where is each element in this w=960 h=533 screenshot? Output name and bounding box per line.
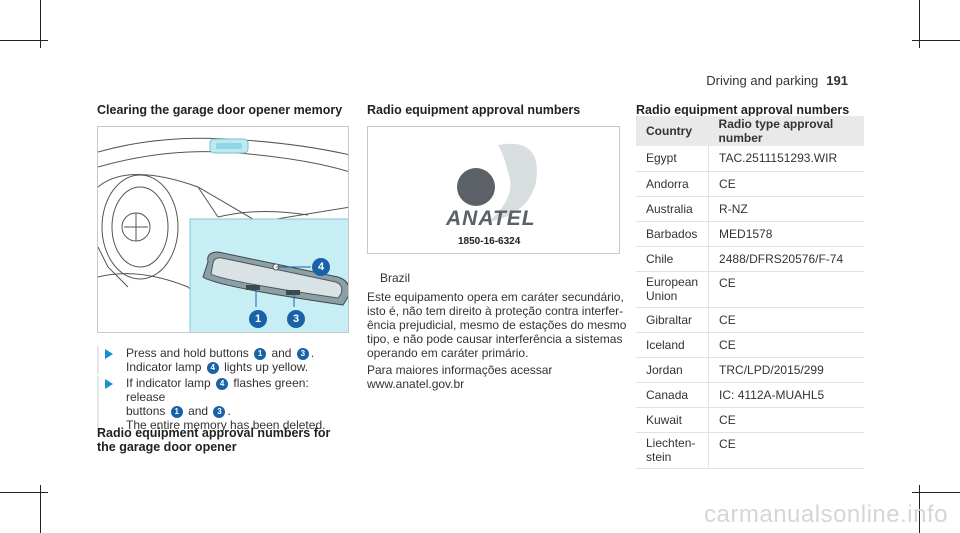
crop-mark bbox=[40, 485, 41, 533]
crop-mark bbox=[0, 40, 48, 41]
col-approval-number: Radio type approval number bbox=[708, 116, 864, 146]
badge-1: 1 bbox=[170, 405, 183, 418]
badge-3: 3 bbox=[213, 405, 226, 418]
crop-mark bbox=[919, 485, 920, 533]
cell-country: Canada bbox=[636, 382, 710, 408]
mirror-illustration bbox=[97, 126, 349, 333]
crop-mark bbox=[0, 492, 48, 493]
cell-approval-number: R-NZ bbox=[708, 196, 864, 222]
page-header: Driving and parking 191 bbox=[706, 73, 848, 88]
page-number: 191 bbox=[826, 73, 848, 88]
cell-country: European Union bbox=[636, 271, 710, 308]
arrow-right-icon bbox=[105, 379, 113, 389]
arrow-right-icon bbox=[105, 349, 113, 359]
heading-radio-approval-table: Radio equipment approval numbers bbox=[636, 103, 850, 117]
step-press-hold: Press and hold buttons 1 and 3. Indicato… bbox=[97, 346, 347, 374]
section-title: Driving and parking bbox=[706, 73, 819, 88]
callout-1: 1 bbox=[249, 310, 267, 328]
cell-country: Jordan bbox=[636, 357, 710, 383]
heading-garage-approval: Radio equipment approval numbers for the… bbox=[97, 426, 331, 454]
car-interior-drawing bbox=[98, 137, 348, 332]
callout-4: 4 bbox=[312, 258, 330, 276]
badge-4: 4 bbox=[216, 377, 229, 390]
crop-mark bbox=[919, 0, 920, 48]
col-country: Country bbox=[636, 116, 709, 146]
anatel-link[interactable]: www.anatel.gov.br bbox=[367, 377, 465, 391]
cell-approval-number: MED1578 bbox=[708, 221, 864, 247]
badge-3: 3 bbox=[296, 347, 309, 360]
cell-approval-number: TRC/LPD/2015/299 bbox=[708, 357, 864, 383]
cell-approval-number: CE bbox=[708, 332, 864, 358]
step-indicator-flashes: If indicator lamp 4 flashes green: relea… bbox=[97, 376, 347, 432]
heading-clearing-memory: Clearing the garage door opener memory bbox=[97, 103, 343, 117]
brazil-paragraph: Este equipamento opera em caráter secund… bbox=[367, 290, 627, 360]
crop-mark bbox=[912, 40, 960, 41]
cell-country: Liechten- stein bbox=[636, 432, 710, 469]
cell-approval-number: TAC.2511151293.WIR bbox=[708, 146, 864, 172]
anatel-code: 1850-16-6324 bbox=[458, 236, 521, 247]
cell-country: Australia bbox=[636, 196, 710, 222]
anatel-logo-box: ANATEL 1850-16-6324 bbox=[367, 126, 620, 254]
cell-approval-number: CE bbox=[708, 171, 864, 197]
crop-mark bbox=[40, 0, 41, 48]
badge-1: 1 bbox=[254, 347, 267, 360]
approval-table: Country Radio type approval number Egypt… bbox=[636, 116, 864, 469]
cell-approval-number: CE bbox=[708, 271, 864, 308]
table-header-row: Country Radio type approval number bbox=[636, 116, 864, 146]
badge-4: 4 bbox=[206, 361, 219, 374]
cell-approval-number: CE bbox=[708, 432, 864, 469]
cell-country: Iceland bbox=[636, 332, 710, 358]
anatel-logo bbox=[457, 143, 537, 222]
cell-approval-number: IC: 4112A-MUAHL5 bbox=[708, 382, 864, 408]
brazil-info: Para maiores informações acessar www.ana… bbox=[367, 363, 627, 391]
anatel-wordmark: ANATEL bbox=[446, 207, 536, 230]
cell-country: Chile bbox=[636, 246, 710, 272]
cell-approval-number: CE bbox=[708, 407, 864, 433]
crop-mark bbox=[912, 492, 960, 493]
cell-country: Egypt bbox=[636, 146, 710, 172]
cell-approval-number: CE bbox=[708, 307, 864, 333]
cell-country: Gibraltar bbox=[636, 307, 710, 333]
cell-country: Andorra bbox=[636, 171, 710, 197]
watermark: carmanualsonline.info bbox=[704, 501, 948, 528]
cell-approval-number: 2488/DFRS20576/F-74 bbox=[708, 246, 864, 272]
callout-3: 3 bbox=[287, 310, 305, 328]
heading-radio-approval: Radio equipment approval numbers bbox=[367, 103, 581, 117]
cell-country: Barbados bbox=[636, 221, 710, 247]
cell-country: Kuwait bbox=[636, 407, 710, 433]
country-brazil: Brazil bbox=[380, 271, 411, 285]
